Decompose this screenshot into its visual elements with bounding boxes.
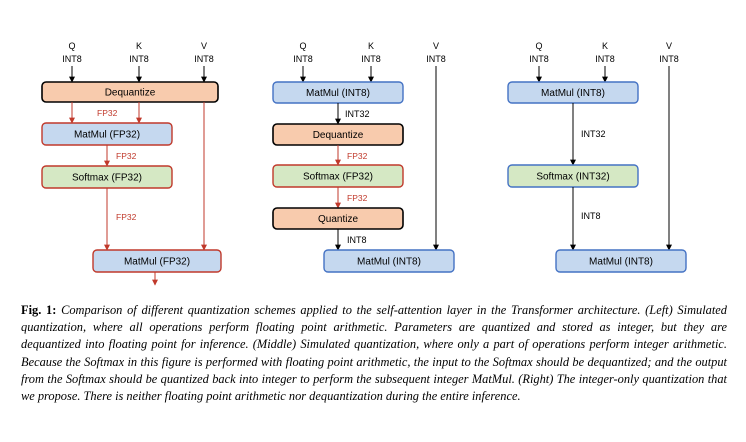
- left-edge-label-mm1-softmax: FP32: [116, 151, 137, 161]
- figure-caption-text: Comparison of different quantization sch…: [21, 303, 727, 404]
- middle-matmul1-label: MatMul (INT8): [306, 88, 370, 99]
- right-input-q-name: Q: [535, 41, 542, 51]
- middle-input-q-name: Q: [299, 41, 306, 51]
- middle-edge-label-mm1-deq: INT32: [345, 109, 370, 119]
- right-input-v-name: V: [666, 41, 672, 51]
- right-matmul1-label: MatMul (INT8): [541, 88, 605, 99]
- left-matmul1-label: MatMul (FP32): [74, 130, 140, 141]
- left-softmax-label: Softmax (FP32): [72, 173, 142, 184]
- middle-dequantize-label: Dequantize: [313, 130, 364, 141]
- right-edge-label-softmax-mm2: INT8: [581, 211, 601, 221]
- middle-quantize-label: Quantize: [318, 214, 358, 225]
- left-input-q-dtype: INT8: [62, 54, 82, 64]
- left-input-v-name: V: [201, 41, 207, 51]
- middle-edge-label-quant-mm2: INT8: [347, 235, 367, 245]
- figure-caption: Fig. 1: Comparison of different quantiza…: [21, 302, 727, 405]
- middle-panel: Q INT8 K INT8 V INT8 MatMul (INT8) INT32…: [272, 41, 455, 273]
- left-input-v-dtype: INT8: [194, 54, 214, 64]
- left-dequantize-label: Dequantize: [105, 88, 156, 99]
- middle-softmax-label: Softmax (FP32): [303, 172, 373, 183]
- right-matmul2-box: [555, 249, 687, 273]
- middle-edge-label-softmax-quant: FP32: [347, 193, 368, 203]
- middle-input-v-dtype: INT8: [426, 54, 446, 64]
- left-edge-label-softmax-mm2: FP32: [116, 212, 137, 222]
- left-input-q-name: Q: [68, 41, 75, 51]
- right-softmax-label: Softmax (INT32): [536, 172, 609, 183]
- middle-matmul2-label: MatMul (INT8): [357, 257, 421, 268]
- right-input-k-name: K: [602, 41, 608, 51]
- left-input-k-dtype: INT8: [129, 54, 149, 64]
- middle-matmul2-box: [323, 249, 455, 273]
- figure-caption-label: Fig. 1:: [21, 303, 57, 317]
- right-matmul2-label: MatMul (INT8): [589, 257, 653, 268]
- left-matmul2-label: MatMul (FP32): [124, 257, 190, 268]
- left-input-k-name: K: [136, 41, 142, 51]
- quantization-schemes-diagram: Q INT8 K INT8 V INT8 Dequantize FP32 Mat…: [41, 41, 687, 286]
- left-matmul2-box: [92, 249, 222, 273]
- right-input-k-dtype: INT8: [595, 54, 615, 64]
- left-dequantize-box: [41, 81, 219, 103]
- right-edge-label-mm1-softmax: INT32: [581, 129, 606, 139]
- middle-input-k-name: K: [368, 41, 374, 51]
- right-input-v-dtype: INT8: [659, 54, 679, 64]
- left-edge-label-deq-mm1: FP32: [97, 108, 118, 118]
- right-panel: Q INT8 K INT8 V INT8 MatMul (INT8) INT32…: [507, 41, 687, 273]
- right-input-q-dtype: INT8: [529, 54, 549, 64]
- middle-edge-label-deq-softmax: FP32: [347, 151, 368, 161]
- middle-input-k-dtype: INT8: [361, 54, 381, 64]
- middle-input-v-name: V: [433, 41, 439, 51]
- middle-input-q-dtype: INT8: [293, 54, 313, 64]
- left-panel: Q INT8 K INT8 V INT8 Dequantize FP32 Mat…: [41, 41, 222, 286]
